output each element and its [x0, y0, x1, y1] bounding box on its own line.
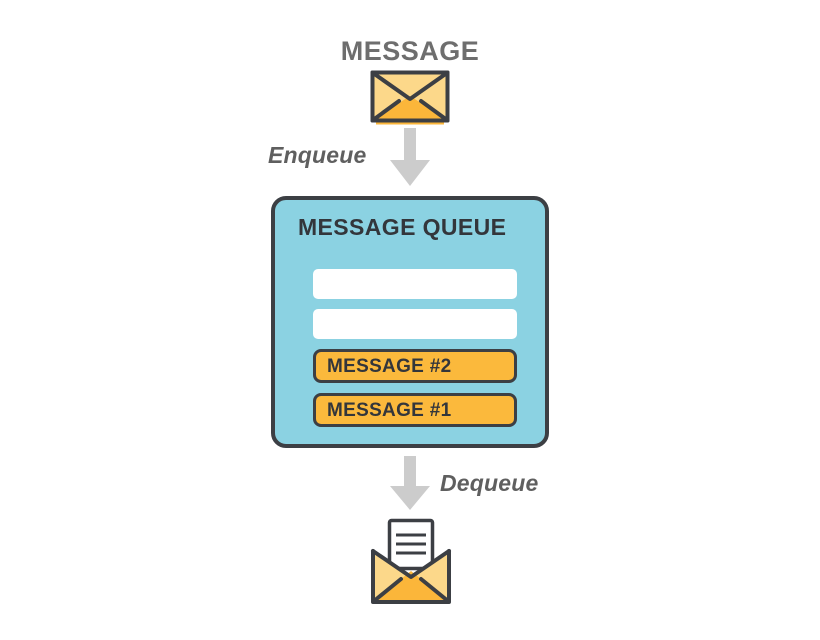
queue-slot-empty [313, 269, 517, 299]
enqueue-label: Enqueue [268, 142, 367, 168]
queue-slot-label: MESSAGE #1 [327, 399, 452, 421]
queue-slot-label: MESSAGE #2 [327, 355, 452, 377]
queue-slot-list: MESSAGE #2 MESSAGE #1 [313, 269, 517, 427]
open-envelope-letter-icon [368, 518, 454, 613]
queue-slot-message[interactable]: MESSAGE #1 [313, 393, 517, 427]
page-title: MESSAGE [340, 36, 480, 66]
arrow-down-icon-dequeue [386, 456, 434, 517]
queue-slot-empty [313, 309, 517, 339]
closed-envelope-icon [370, 70, 450, 131]
queue-title: MESSAGE QUEUE [298, 214, 507, 240]
message-queue-box: MESSAGE QUEUE MESSAGE #2 MESSAGE #1 [271, 196, 549, 448]
arrow-down-icon-enqueue [386, 128, 434, 193]
dequeue-label: Dequeue [440, 470, 539, 496]
queue-slot-message[interactable]: MESSAGE #2 [313, 349, 517, 383]
